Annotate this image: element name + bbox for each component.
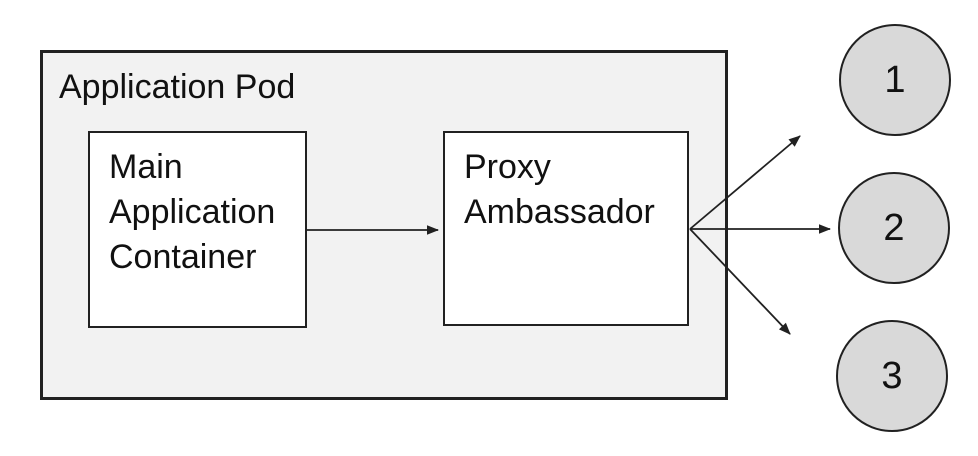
endpoint-circle-1: 1 (839, 24, 951, 136)
endpoint-3-label: 3 (881, 354, 903, 397)
proxy-ambassador-node: Proxy Ambassador (443, 131, 689, 326)
endpoint-2-label: 2 (883, 206, 905, 249)
endpoint-1-label: 1 (884, 58, 906, 101)
application-pod-label: Application Pod (59, 68, 296, 106)
proxy-ambassador-label: Proxy Ambassador (464, 148, 655, 231)
endpoint-circle-3: 3 (836, 320, 948, 432)
endpoint-circle-2: 2 (838, 172, 950, 284)
main-application-container-node: Main Application Container (88, 131, 307, 328)
main-application-container-label: Main Application Container (109, 148, 276, 276)
